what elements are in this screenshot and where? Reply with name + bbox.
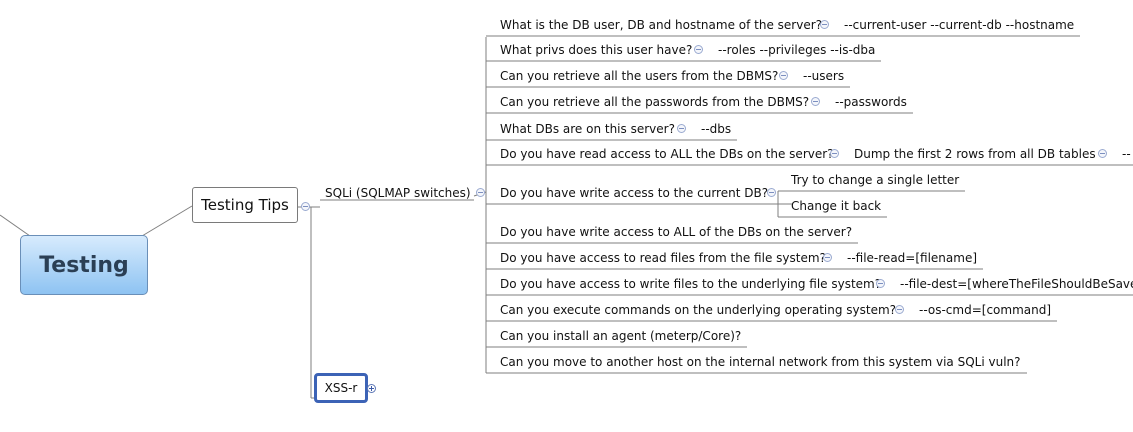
question-read-all-dbs[interactable]: Do you have read access to ALL the DBs o… — [500, 147, 834, 161]
answer-file-dest[interactable]: --file-dest=[whereTheFileShouldBeSave — [900, 277, 1133, 291]
answer-users[interactable]: --users — [803, 69, 845, 83]
step-change-letter[interactable]: Try to change a single letter — [791, 173, 960, 187]
collapse-icon[interactable] — [779, 71, 788, 80]
answer-dbs[interactable]: --dbs — [701, 122, 732, 136]
question-os-cmd[interactable]: Can you execute commands on the underlyi… — [500, 303, 897, 317]
collapse-icon[interactable] — [811, 97, 820, 106]
question-dbs[interactable]: What DBs are on this server? — [500, 122, 675, 136]
collapse-icon[interactable] — [301, 202, 310, 211]
expand-icon[interactable] — [367, 384, 376, 393]
question-passwords[interactable]: Can you retrieve all the passwords from … — [500, 95, 810, 109]
question-write-all-dbs[interactable]: Do you have write access to ALL of the D… — [500, 225, 853, 239]
collapse-icon[interactable] — [677, 124, 686, 133]
answer-os-cmd[interactable]: --os-cmd=[command] — [919, 303, 1052, 317]
collapse-icon[interactable] — [767, 188, 776, 197]
topic-sqli[interactable]: SQLi (SQLMAP switches) — [325, 186, 471, 200]
answer-dump-rows[interactable]: Dump the first 2 rows from all DB tables — [854, 147, 1096, 161]
topic-xss-r[interactable]: XSS-r — [314, 373, 368, 403]
answer-passwords[interactable]: --passwords — [835, 95, 907, 109]
question-users[interactable]: Can you retrieve all the users from the … — [500, 69, 779, 83]
question-pivot[interactable]: Can you move to another host on the inte… — [500, 355, 1021, 369]
step-change-back[interactable]: Change it back — [791, 199, 882, 213]
collapse-icon[interactable] — [895, 305, 904, 314]
collapse-icon[interactable] — [830, 149, 839, 158]
answer-file-read[interactable]: --file-read=[filename] — [847, 251, 978, 265]
collapse-icon[interactable] — [1098, 149, 1107, 158]
answer-roles[interactable]: --roles --privileges --is-dba — [718, 43, 876, 57]
collapse-icon[interactable] — [823, 253, 832, 262]
question-write-files[interactable]: Do you have access to write files to the… — [500, 277, 882, 291]
collapse-icon[interactable] — [820, 20, 829, 29]
question-db-user-host[interactable]: What is the DB user, DB and hostname of … — [500, 18, 823, 32]
topic-testing-tips[interactable]: Testing Tips — [192, 187, 298, 223]
collapse-icon[interactable] — [476, 188, 485, 197]
collapse-icon[interactable] — [694, 45, 703, 54]
answer-more[interactable]: -- — [1122, 147, 1131, 161]
answer-current-user[interactable]: --current-user --current-db --hostname — [844, 18, 1075, 32]
root-topic-testing[interactable]: Testing — [20, 235, 148, 295]
question-install-agent[interactable]: Can you install an agent (meterp/Core)? — [500, 329, 742, 343]
collapse-icon[interactable] — [876, 279, 885, 288]
question-privs[interactable]: What privs does this user have? — [500, 43, 693, 57]
question-write-current-db[interactable]: Do you have write access to the current … — [500, 186, 769, 200]
question-read-files[interactable]: Do you have access to read files from th… — [500, 251, 826, 265]
